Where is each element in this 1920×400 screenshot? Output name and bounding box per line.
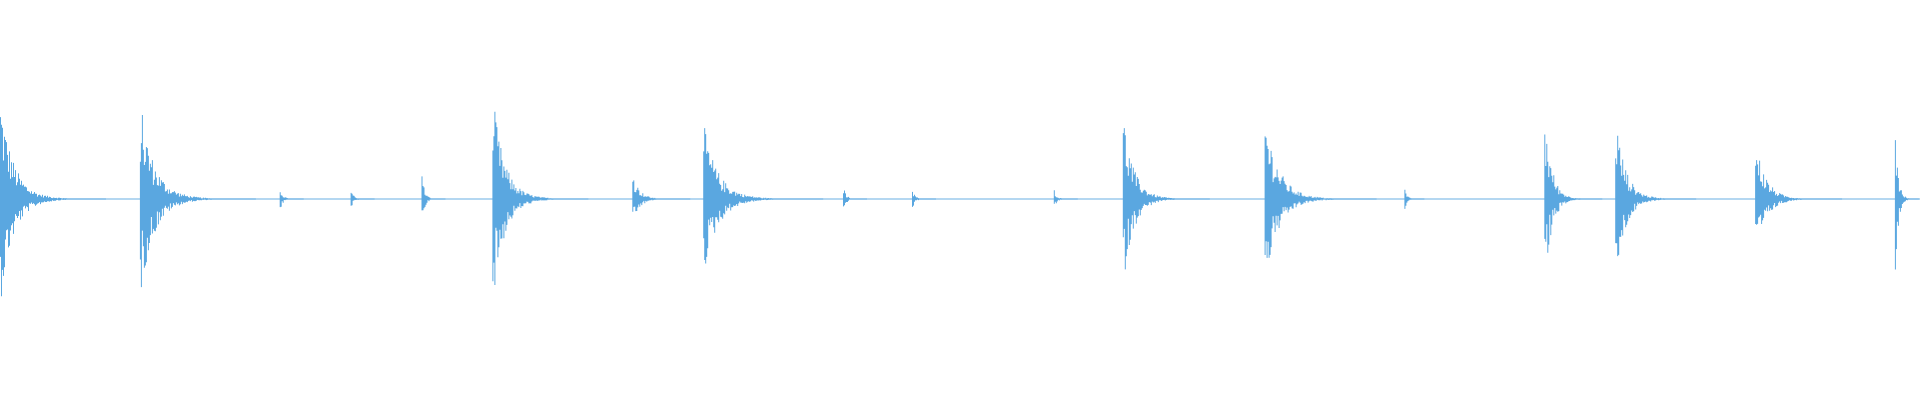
waveform-hit-6 (492, 111, 589, 285)
waveform-samples (0, 111, 1919, 297)
waveform-hit-17 (1755, 160, 1843, 225)
waveform-transient (279, 192, 304, 208)
waveform-transient (139, 115, 256, 288)
waveform-hit-9 (843, 190, 867, 207)
waveform-hit-5 (421, 176, 446, 211)
waveform-transient (703, 128, 824, 264)
waveform-transient (1264, 136, 1377, 258)
waveform-transient (350, 192, 375, 206)
waveform-hit-13 (1264, 136, 1377, 258)
waveform-transient (1404, 189, 1425, 209)
waveform-hit-12 (1122, 128, 1210, 270)
waveform-transient (1122, 128, 1210, 270)
waveform-hit-10 (912, 191, 936, 207)
waveform-hit-18 (1894, 140, 1919, 270)
waveform-hit-14 (1404, 189, 1425, 209)
waveform-transient (492, 111, 589, 285)
waveform-transient (0, 117, 106, 297)
waveform-transient (1755, 160, 1843, 225)
waveform-transient (912, 191, 936, 207)
waveform-transient (843, 190, 867, 207)
waveform-hit-2 (139, 115, 256, 288)
waveform-hit-15 (1544, 134, 1603, 253)
waveform-transient (1053, 190, 1078, 204)
waveform-transient (421, 176, 446, 211)
waveform-transient (1544, 134, 1603, 253)
waveform-hit-8 (703, 128, 824, 264)
waveform-hit-16 (1615, 135, 1697, 257)
waveform-hit-7 (632, 180, 691, 212)
waveform-transient (632, 180, 691, 212)
waveform-hit-11 (1053, 190, 1078, 204)
waveform-hit-4 (350, 192, 375, 206)
waveform-hit-1 (0, 117, 106, 297)
waveform-transient (1894, 140, 1919, 270)
waveform-transient (1615, 135, 1697, 257)
waveform-hit-3 (279, 192, 304, 208)
